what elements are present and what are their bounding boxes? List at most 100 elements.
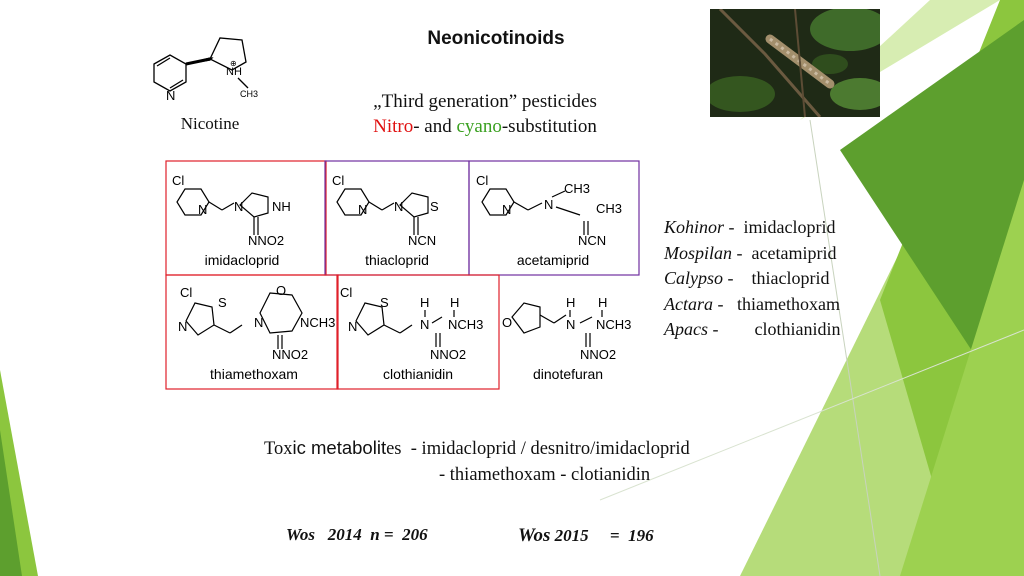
brand-sep: - [724, 217, 744, 237]
nicotine-label: Nicotine [180, 114, 240, 133]
brand-compound: clothianidin [754, 319, 841, 339]
atom-ch3-3a: CH3 [564, 181, 590, 196]
atom-s-5: S [380, 295, 389, 310]
atom-n-1: N [198, 202, 207, 217]
neonicotinoid-structures: Cl N N NH NNO2 Cl N N S NCN Cl N CH3 N C… [165, 160, 640, 390]
atom-h-6a: H [566, 295, 575, 310]
brand-row: Apacs - clothianidin [664, 317, 840, 343]
brand-name: Kohinor [664, 217, 725, 237]
brand-row: Actara - thiamethoxam [664, 292, 840, 318]
atom-cl-1: Cl [172, 173, 184, 188]
toxic-line-1-rest: - imidacloprid / desnitro/imidacloprid [401, 439, 690, 459]
brand-sep: - [732, 242, 752, 263]
atom-o-6: O [502, 315, 512, 330]
toxic-word-ic: ic [292, 437, 312, 458]
frame-acetamiprid [468, 160, 640, 276]
atom-h-5b: H [450, 295, 459, 310]
brand-name: Apacs [664, 319, 708, 339]
nicotine-plus: ⊕ [230, 59, 237, 68]
atom-ch3-3b: CH3 [596, 201, 622, 216]
toxic-word-es: es [386, 439, 402, 459]
brand-list: Kohinor - imidacloprid Mospilan - acetam… [664, 215, 840, 343]
subtitle: „Third generation” pesticides Nitro- and… [320, 89, 650, 139]
atom-nch3-6: NCH3 [596, 317, 631, 332]
subtitle-nitro: Nitro [373, 116, 414, 137]
brand-compound: thiamethoxam [737, 293, 840, 314]
atom-s-4: S [218, 295, 227, 310]
atom-nch3-4: NCH3 [300, 315, 335, 330]
atom-o-4: O [276, 283, 286, 298]
insect-photo [710, 9, 880, 117]
atom-cl-2: Cl [332, 173, 344, 188]
brand-sep: - [713, 293, 737, 314]
atom-ncn-2: NCN [408, 233, 436, 248]
atom-h-6b: H [598, 295, 607, 310]
nicotine-structure: N NH ⊕ CH3 [153, 37, 258, 103]
molecule-name-thiamethoxam: thiamethoxam [210, 366, 298, 382]
atom-no2-5: NNO2 [430, 347, 466, 362]
atom-cl-3: Cl [476, 173, 488, 188]
atom-no2-1: NNO2 [248, 233, 284, 248]
wos-2014: Wos 2014 n = 206 [286, 525, 428, 544]
atom-n-3b: N [544, 197, 553, 212]
brand-row: Mospilan - acetamiprid [664, 241, 840, 267]
toxic-word-metabolit: metabolit [311, 437, 387, 458]
atom-n-3: N [502, 202, 511, 217]
brand-row: Kohinor - imidacloprid [664, 215, 840, 241]
atom-ncn-3: NCN [578, 233, 606, 248]
molecule-name-thiacloprid: thiacloprid [365, 252, 429, 268]
atom-n-4: N [178, 319, 187, 334]
subtitle-mid: - and [413, 116, 457, 137]
subtitle-line-2: Nitro- and cyano-substitution [320, 114, 650, 139]
atom-n-5b: N [420, 317, 429, 332]
molecule-name-dinotefuran: dinotefuran [533, 366, 603, 382]
atom-nh-1: NH [272, 199, 291, 214]
frame-clothianidin [336, 274, 500, 390]
brand-compound: thiacloprid [751, 268, 830, 288]
atom-n-2b: N [394, 199, 403, 214]
bg-line-2 [599, 329, 1024, 501]
brand-sep: - [708, 319, 755, 339]
atom-n-2: N [358, 202, 367, 217]
toxic-line-2: - thiamethoxam - clotianidin [439, 465, 651, 485]
molecule-name-imidacloprid: imidacloprid [205, 252, 280, 268]
atom-no2-6: NNO2 [580, 347, 616, 362]
atom-n-4b: N [254, 315, 263, 330]
atom-s-2: S [430, 199, 439, 214]
bg-green-corner-dark [0, 430, 22, 576]
nicotine-methyl: CH3 [240, 89, 258, 99]
brand-compound: imidacloprid [743, 217, 836, 237]
brand-name: Calypso [664, 268, 724, 288]
wos-2015-label: Wos [518, 525, 551, 546]
brand-name: Mospilan [664, 242, 733, 263]
atom-n-6: N [566, 317, 575, 332]
atom-n-1b: N [234, 199, 243, 214]
atom-cl-5: Cl [340, 285, 352, 300]
molecule-name-clothianidin: clothianidin [383, 366, 453, 382]
subtitle-cyano: cyano [456, 116, 502, 137]
brand-row: Calypso - thiacloprid [664, 266, 840, 292]
toxic-word-tox: Tox [264, 439, 293, 459]
nicotine-nh: NH [226, 66, 242, 78]
atom-no2-4: NNO2 [272, 347, 308, 362]
frame-thiamethoxam [165, 274, 339, 390]
atom-cl-4: Cl [180, 285, 192, 300]
toxic-metabolites: Toxic metabolites - imidacloprid / desni… [264, 435, 690, 488]
subtitle-end: -substitution [501, 116, 597, 137]
wos-2015: Wos 2015 = 196 [518, 525, 654, 547]
molecule-name-acetamiprid: acetamiprid [517, 252, 589, 268]
bg-line-1 [809, 119, 881, 576]
atom-n-5: N [348, 319, 357, 334]
slide-title: Neonicotinoids [427, 28, 565, 49]
atom-nch3-5: NCH3 [448, 317, 483, 332]
brand-compound: acetamiprid [751, 242, 837, 263]
bg-green-wedge-lower [900, 180, 1024, 576]
nicotine-pyridine-n: N [166, 88, 175, 103]
brand-sep: - [723, 268, 752, 288]
toxic-line-1: Toxic metabolites - imidacloprid / desni… [264, 435, 690, 462]
brand-name: Actara [664, 293, 713, 314]
subtitle-line-1: „Third generation” pesticides [373, 91, 597, 112]
wos-2015-rest: 2015 = 196 [550, 526, 654, 545]
atom-h-5a: H [420, 295, 429, 310]
